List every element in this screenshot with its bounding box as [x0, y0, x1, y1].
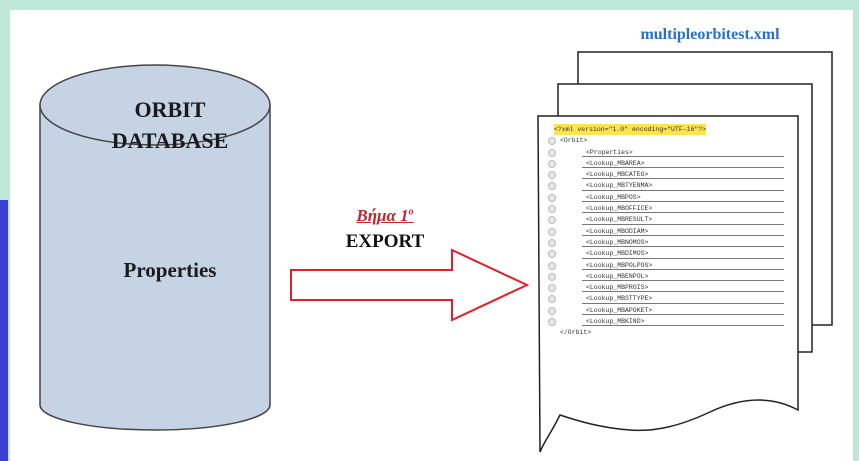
- xml-line-text: <Lookup_MBSTTYPE>: [586, 295, 653, 303]
- document-page-front: [537, 115, 799, 453]
- step-label-superscript: ο: [408, 206, 414, 218]
- xml-line-text: <Lookup_MBKIND>: [586, 318, 645, 326]
- xml-line: </Orbit>: [548, 327, 798, 338]
- xml-fold-marker: [548, 159, 556, 168]
- xml-line-text: <?xml version="1.0" encoding="UTF-16"?>: [554, 124, 707, 136]
- xml-line: <Lookup_MBENPOL>: [548, 271, 798, 282]
- xml-fold-marker: [548, 205, 556, 214]
- xml-fold-marker: [548, 250, 556, 259]
- xml-line-text: </Orbit>: [560, 329, 592, 337]
- xml-line-text: <Lookup_MBODIAM>: [586, 227, 649, 235]
- xml-fold-marker: [548, 171, 556, 180]
- xml-line: <Orbit>: [548, 135, 798, 146]
- xml-line: <Properties>: [548, 147, 798, 158]
- step-label: Βήμα 1ο: [330, 206, 440, 226]
- xml-line: <Lookup_MBTYENMA>: [548, 180, 798, 191]
- xml-line: <Lookup_MBODIAM>: [548, 226, 798, 237]
- database-content-label: Properties: [123, 258, 217, 282]
- xml-line: <Lookup_MBNOMOS>: [548, 237, 798, 248]
- step-label-text: Βήμα 1: [356, 206, 409, 225]
- xml-line-text: <Lookup_MBPOS>: [586, 193, 641, 201]
- xml-line-text: <Lookup_MBPROIS>: [586, 284, 649, 292]
- xml-fold-marker: [548, 295, 556, 304]
- xml-line-text: <Lookup_MBTYENMA>: [586, 182, 653, 190]
- xml-line-text: <Lookup_MBOFFICE>: [586, 205, 653, 213]
- xml-fold-marker: [548, 182, 556, 191]
- xml-line: <Lookup_MBAPOKET>: [548, 305, 798, 316]
- xml-line: <Lookup_MBSTTYPE>: [548, 293, 798, 304]
- xml-line: <Lookup_MBPROIS>: [548, 282, 798, 293]
- xml-line-text: <Properties>: [586, 148, 633, 156]
- xml-fold-marker: [548, 227, 556, 236]
- xml-line: <Lookup_MBDIMOS>: [548, 248, 798, 259]
- database-title-line1: ORBIT: [134, 97, 206, 122]
- xml-fold-marker: [548, 238, 556, 247]
- xml-content: <?xml version="1.0" encoding="UTF-16"?> …: [548, 124, 798, 339]
- xml-line: <Lookup_MBAREA>: [548, 158, 798, 169]
- xml-fold-marker: [548, 318, 556, 327]
- xml-fold-marker: [548, 261, 556, 270]
- xml-line-text: <Lookup_MBAREA>: [586, 159, 645, 167]
- database-title-line2: DATABASE: [111, 128, 229, 153]
- xml-fold-marker: [548, 216, 556, 225]
- xml-line-text: <Lookup_MBAPOKET>: [586, 306, 653, 314]
- database-cylinder: [39, 64, 271, 431]
- xml-line: <Lookup_MBKIND>: [548, 316, 798, 327]
- left-accent-bar: [0, 200, 8, 461]
- xml-fold-marker: [548, 193, 556, 202]
- xml-line-text: <Orbit>: [560, 137, 588, 145]
- export-label: EXPORT: [345, 231, 425, 252]
- xml-line: <?xml version="1.0" encoding="UTF-16"?>: [548, 124, 798, 136]
- xml-line: <Lookup_MBRESULT>: [548, 214, 798, 225]
- xml-line-text: <Lookup_MBDIMOS>: [586, 250, 649, 258]
- xml-line-text: <Lookup_MBRESULT>: [586, 216, 653, 224]
- xml-fold-marker: [548, 272, 556, 281]
- xml-line: <Lookup_MBPOLPOS>: [548, 260, 798, 271]
- xml-fold-marker: [548, 137, 556, 146]
- xml-fold-marker: [548, 306, 556, 315]
- xml-fold-marker: [548, 284, 556, 293]
- xml-line-text: <Lookup_MBENPOL>: [586, 272, 649, 280]
- xml-line: <Lookup_MBOFFICE>: [548, 203, 798, 214]
- xml-fold-marker: [548, 148, 556, 157]
- xml-line-text: <Lookup_MBNOMOS>: [586, 238, 649, 246]
- export-arrow: [290, 248, 530, 322]
- xml-line-text: <Lookup_MBCATEG>: [586, 171, 649, 179]
- file-name-label: multipleorbitest.xml: [640, 26, 780, 43]
- xml-line: <Lookup_MBCATEG>: [548, 169, 798, 180]
- xml-line-text: <Lookup_MBPOLPOS>: [586, 261, 653, 269]
- xml-line: <Lookup_MBPOS>: [548, 192, 798, 203]
